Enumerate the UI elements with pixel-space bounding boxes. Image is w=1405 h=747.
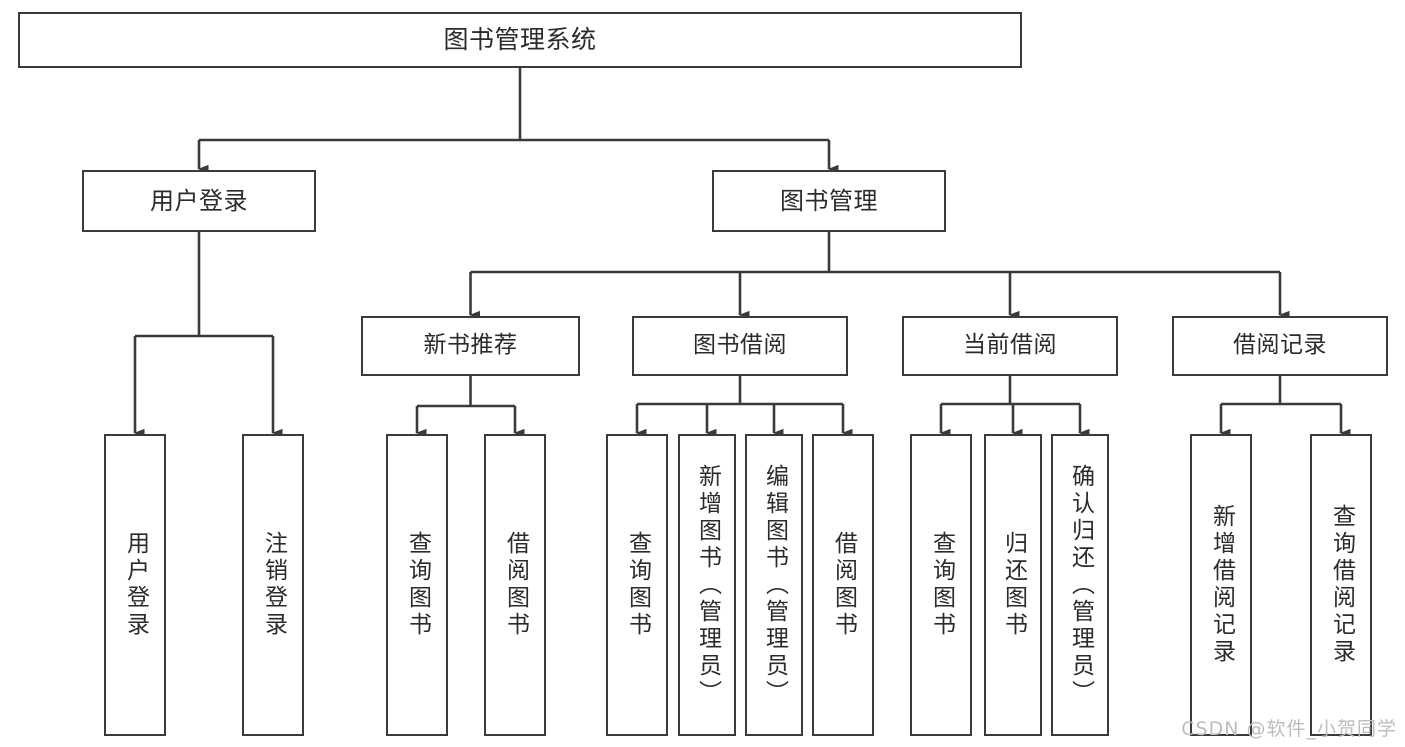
node-leaf-add-record[interactable]: 新增借阅记录	[1190, 434, 1252, 736]
node-label: 确认归还（管理员）	[1067, 463, 1094, 707]
node-label: 新增图书（管理员）	[694, 463, 721, 707]
node-leaf-query-book-1[interactable]: 查询图书	[386, 434, 448, 736]
node-leaf-add-book[interactable]: 新增图书（管理员）	[678, 434, 736, 736]
node-label: 当前借阅	[963, 332, 1057, 359]
node-label: 查询图书	[928, 531, 955, 639]
node-label: 用户登录	[122, 531, 149, 639]
node-label: 查询图书	[404, 531, 431, 639]
node-label: 图书借阅	[693, 332, 787, 359]
node-label: 注销登录	[260, 531, 287, 639]
node-label: 借阅图书	[830, 531, 857, 639]
node-leaf-borrow-book-2[interactable]: 借阅图书	[812, 434, 874, 736]
node-label: 查询图书	[624, 531, 651, 639]
node-leaf-edit-book[interactable]: 编辑图书（管理员）	[745, 434, 803, 736]
node-label: 查询借阅记录	[1328, 504, 1355, 666]
node-root[interactable]: 图书管理系统	[18, 12, 1022, 68]
node-leaf-query-book-2[interactable]: 查询图书	[606, 434, 668, 736]
node-label: 编辑图书（管理员）	[761, 463, 788, 707]
node-book-manage[interactable]: 图书管理	[712, 170, 946, 232]
csdn-watermark: CSDN @软件_小贺同学	[1181, 718, 1397, 740]
node-label: 用户登录	[150, 186, 248, 215]
node-leaf-query-record[interactable]: 查询借阅记录	[1310, 434, 1372, 736]
node-label: 新增借阅记录	[1208, 504, 1235, 666]
node-label: 借阅记录	[1233, 332, 1327, 359]
node-leaf-query-book-3[interactable]: 查询图书	[910, 434, 972, 736]
node-current-borrow[interactable]: 当前借阅	[902, 316, 1118, 376]
node-borrow-record[interactable]: 借阅记录	[1172, 316, 1388, 376]
node-book-borrow[interactable]: 图书借阅	[632, 316, 848, 376]
node-leaf-borrow-book-1[interactable]: 借阅图书	[484, 434, 546, 736]
node-label: 借阅图书	[502, 531, 529, 639]
node-label: 新书推荐	[423, 332, 518, 359]
node-user-login[interactable]: 用户登录	[82, 170, 316, 232]
node-new-book-rec[interactable]: 新书推荐	[361, 316, 580, 376]
node-leaf-confirm-return[interactable]: 确认归还（管理员）	[1051, 434, 1109, 736]
node-leaf-user-login[interactable]: 用户登录	[104, 434, 166, 736]
node-leaf-return-book[interactable]: 归还图书	[984, 434, 1042, 736]
node-leaf-logout[interactable]: 注销登录	[242, 434, 304, 736]
node-label: 图书管理系统	[443, 25, 597, 55]
node-label: 图书管理	[780, 186, 878, 215]
node-label: 归还图书	[1000, 531, 1027, 639]
